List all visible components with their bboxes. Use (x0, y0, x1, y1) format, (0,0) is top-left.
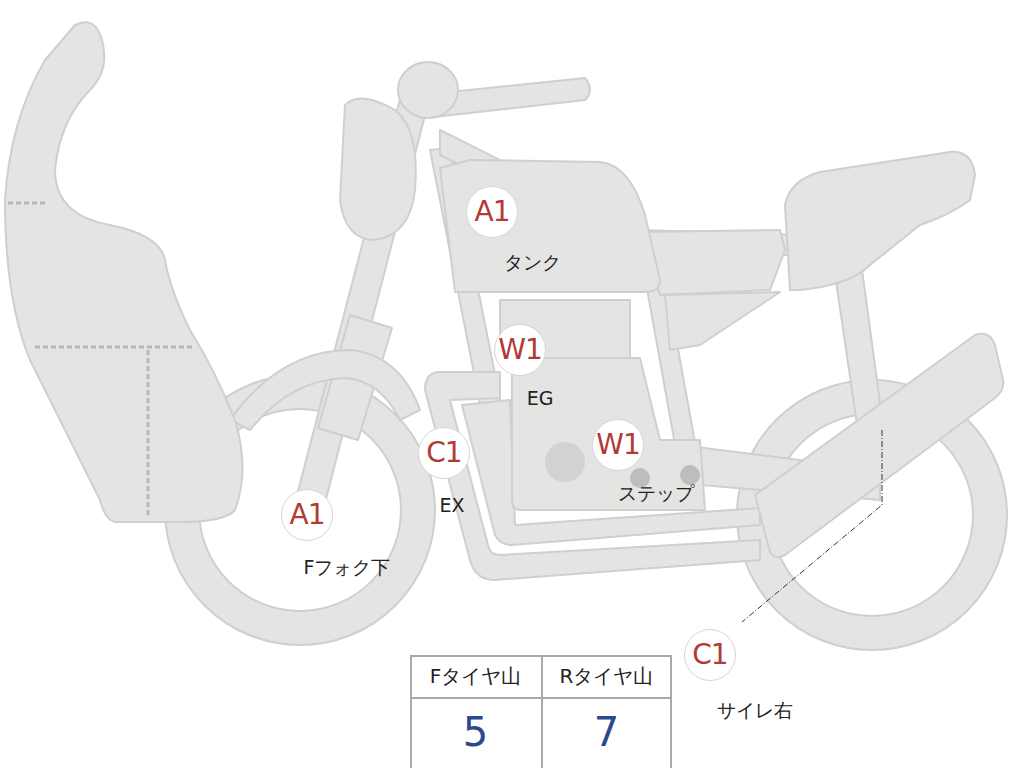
callout-circle: W1 (592, 419, 644, 471)
callout-code: W1 (596, 431, 640, 459)
fairing-seam (35, 346, 192, 349)
callout-circle: A1 (466, 186, 518, 238)
meter (398, 62, 458, 118)
callout-code: A1 (475, 198, 510, 226)
muffler (755, 334, 1003, 557)
part-label: ステップ (618, 483, 694, 504)
fairing (5, 22, 243, 522)
callout-marker: W1ステップ (592, 419, 644, 471)
table-header: Rタイヤ山 (541, 655, 672, 697)
callout-code: C1 (692, 641, 727, 669)
callout-circle: W1 (494, 324, 546, 376)
table-value: 5 (410, 697, 541, 767)
callout-circle: A1 (281, 489, 333, 541)
fairing-seam (8, 202, 48, 205)
battery-box (665, 292, 780, 350)
fairing-seam (147, 350, 150, 515)
seat (785, 152, 975, 290)
front-fender (230, 350, 420, 430)
part-label: Fフォク下 (304, 557, 391, 578)
part-label: EG (527, 388, 554, 409)
callout-code: A1 (290, 501, 325, 529)
table-rule (541, 655, 543, 768)
callout-circle: C1 (418, 427, 470, 479)
part-label: タンク (504, 252, 561, 273)
engine-block (512, 358, 705, 510)
callout-marker: A1タンク (466, 186, 518, 238)
fuel-tank (440, 160, 660, 292)
table-header: Fタイヤ山 (410, 655, 541, 697)
part-label: サイレ右 (717, 700, 793, 721)
engine-cover (545, 442, 585, 482)
side-panel (640, 230, 785, 295)
callout-marker: W1EG (494, 324, 546, 376)
callout-code: W1 (498, 336, 542, 364)
part-label: EX (439, 495, 464, 516)
leader-line (742, 430, 882, 622)
callout-marker: A1Fフォク下 (281, 489, 333, 541)
front-fork (290, 80, 432, 530)
callout-marker: C1サイレ右 (684, 629, 736, 681)
callout-marker: C1EX (418, 427, 470, 479)
headlight (340, 99, 416, 240)
callout-code: C1 (426, 439, 461, 467)
table-value: 7 (541, 697, 672, 767)
callout-circle: C1 (684, 629, 736, 681)
